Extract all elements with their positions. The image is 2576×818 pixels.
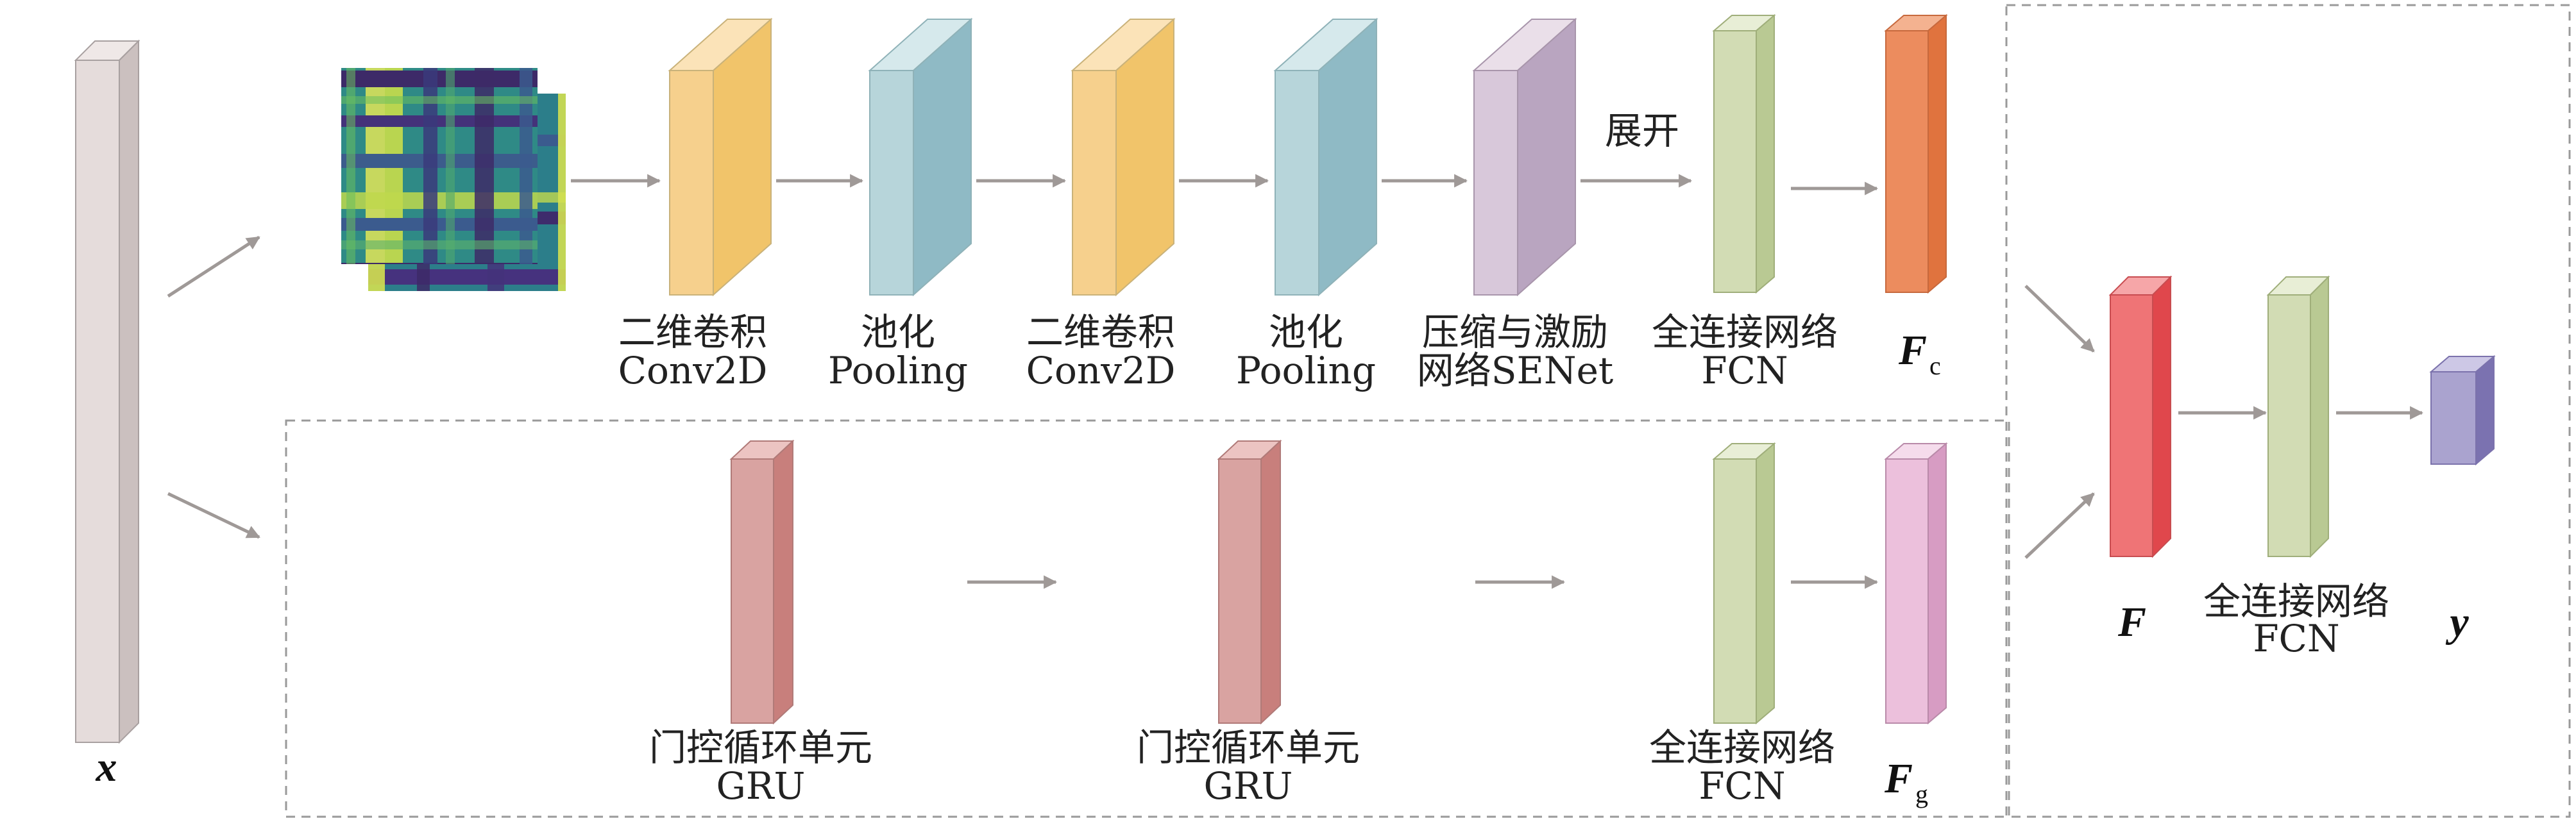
pooling-1-label-en: Pooling bbox=[828, 349, 968, 392]
gru-2-side bbox=[1260, 439, 1281, 725]
gru-fcn-block bbox=[1712, 442, 1776, 725]
fg-symbol-main: F bbox=[1884, 755, 1913, 802]
fusion-fcn-front bbox=[2267, 294, 2311, 557]
fusion-fcn-label-cn: 全连接网络 bbox=[2203, 580, 2389, 623]
fc-output-block bbox=[1884, 13, 1948, 294]
pooling-2-label-en: Pooling bbox=[1236, 349, 1376, 392]
conv2d-1-label-cn: 二维卷积 bbox=[618, 310, 767, 354]
cnn-fcn-front bbox=[1713, 30, 1757, 293]
pooling-1-front bbox=[869, 70, 914, 296]
arrow-x-to-cnn bbox=[167, 235, 260, 298]
fc-output-side bbox=[1928, 13, 1947, 294]
senet-label-cn: 压缩与激励 bbox=[1422, 310, 1608, 354]
gru-2-front bbox=[1218, 458, 1262, 724]
pooling-1-label-cn: 池化 bbox=[861, 310, 935, 354]
senet-label-en: 网络SENet bbox=[1417, 349, 1613, 392]
fusion-fcn-side bbox=[2310, 275, 2329, 558]
pooling-block-1 bbox=[868, 17, 973, 297]
gru-1-side bbox=[773, 439, 793, 725]
input-block-front bbox=[75, 60, 120, 743]
gru-1-label-cn: 门控循环单元 bbox=[649, 726, 872, 769]
gru-fcn-front bbox=[1713, 458, 1757, 724]
fg-symbol-subscript: g bbox=[1915, 780, 1928, 808]
conv2d-2-label-cn: 二维卷积 bbox=[1026, 310, 1175, 354]
fc-symbol-subscript: c bbox=[1929, 351, 1941, 380]
cnn-fcn-label-cn: 全连接网络 bbox=[1652, 310, 1838, 354]
y-output-side bbox=[2475, 355, 2495, 466]
conv2d-block-2 bbox=[1071, 17, 1176, 297]
y-output-front bbox=[2430, 371, 2477, 465]
fg-output-side bbox=[1928, 442, 1947, 725]
arrow-fg-to-fused bbox=[2024, 492, 2095, 559]
fusion-fcn-label-en: FCN bbox=[2253, 617, 2339, 660]
fusion-frame bbox=[2005, 4, 2571, 818]
conv2d-2-front bbox=[1072, 70, 1117, 296]
gru-1-label-en: GRU bbox=[716, 764, 806, 808]
gru-branch-frame bbox=[285, 419, 2010, 818]
gru-block-1 bbox=[729, 439, 795, 725]
arrow-fc-to-fused bbox=[2024, 285, 2095, 353]
pooling-2-front bbox=[1275, 70, 1319, 296]
conv2d-2-label-en: Conv2D bbox=[1026, 349, 1176, 392]
fg-output-block bbox=[1884, 442, 1948, 725]
cnn-fcn-label-en: FCN bbox=[1701, 349, 1788, 392]
cnn-fcn-side bbox=[1756, 13, 1775, 294]
y-output-block bbox=[2429, 355, 2496, 466]
gru-fcn-side bbox=[1756, 442, 1775, 725]
input-block-side bbox=[119, 39, 139, 744]
gru-fcn-label-en: FCN bbox=[1699, 764, 1785, 808]
fg-output-front bbox=[1885, 458, 1929, 724]
fused-front bbox=[2110, 294, 2153, 557]
output-symbol-y: y bbox=[2445, 599, 2469, 646]
input-block bbox=[74, 39, 140, 744]
cnn-fcn-block bbox=[1712, 13, 1776, 294]
fused-feature-block bbox=[2108, 275, 2173, 558]
conv2d-1-label-en: Conv2D bbox=[618, 349, 768, 392]
gru-2-label-en: GRU bbox=[1204, 764, 1293, 808]
fused-symbol: F bbox=[2117, 599, 2146, 646]
fc-symbol-main: F bbox=[1898, 327, 1927, 374]
feature-heatmap-image bbox=[341, 68, 566, 291]
conv2d-block-1 bbox=[668, 17, 773, 297]
fusion-fcn-block bbox=[2266, 275, 2330, 558]
senet-front bbox=[1473, 70, 1518, 296]
pooling-block-2 bbox=[1273, 17, 1378, 297]
conv2d-1-front bbox=[669, 70, 714, 296]
gru-2-label-cn: 门控循环单元 bbox=[1137, 726, 1360, 769]
gru-fcn-label-cn: 全连接网络 bbox=[1649, 726, 1835, 769]
gru-1-front bbox=[731, 458, 774, 724]
flatten-label: 展开 bbox=[1605, 109, 1679, 153]
arrow-x-to-gru bbox=[167, 492, 260, 539]
heatmap-front bbox=[341, 68, 538, 264]
gru-block-2 bbox=[1217, 439, 1282, 725]
fused-side bbox=[2152, 275, 2171, 558]
senet-block bbox=[1472, 17, 1577, 297]
pooling-2-label-cn: 池化 bbox=[1269, 310, 1343, 354]
input-symbol-x: x bbox=[96, 744, 117, 790]
fc-output-front bbox=[1885, 30, 1929, 293]
